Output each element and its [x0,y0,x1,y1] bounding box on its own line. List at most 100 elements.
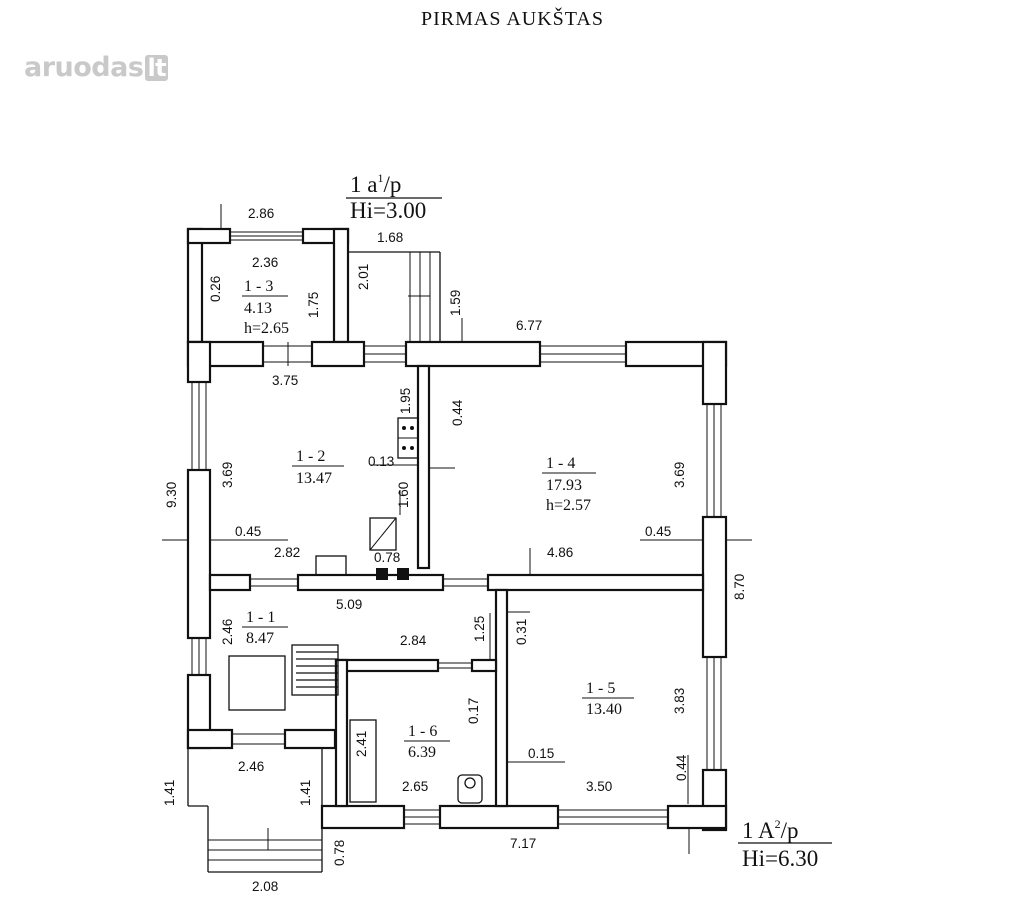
dimension-label: 9.30 [164,482,179,508]
dimension-lines [162,204,752,854]
wall [186,468,212,640]
stove [228,655,286,711]
wall [494,588,509,808]
dimension-label: 0.78 [374,550,400,565]
bathtub [349,719,377,803]
room-1-5: 1 - 5 13.40 [582,680,634,718]
room-area: 13.40 [586,701,622,718]
room-id: 1 - 4 [546,455,575,472]
window [404,809,440,825]
chimney [397,568,409,580]
wall [310,340,366,368]
room-id: 1 - 5 [586,680,615,697]
wall [296,573,445,592]
room-area: 8.47 [246,630,274,647]
room-area: 4.13 [244,300,272,317]
dimension-label: 2.46 [220,619,235,645]
room-area: 13.47 [296,470,332,487]
windows [191,231,722,825]
dimension-label: 0.15 [528,746,554,761]
dimension-label: 1.95 [398,388,413,414]
dimension-label: 3.50 [586,779,612,794]
wall [208,573,252,592]
top-annotation: 1 a1/p Hi=3.00 [346,171,442,223]
dimension-label: 0.13 [368,454,394,469]
window [364,345,406,363]
dimension-labels: 2.86 2.36 0.26 1.75 2.01 1.68 1.59 6.77 … [162,206,747,894]
logo-tld: lt [145,54,169,82]
wall [666,804,728,830]
dimension-label: 1.75 [306,292,321,318]
dimension-label: 1.41 [162,780,177,806]
logo-name: aruodas [24,52,144,83]
room-1-2: 1 - 2 13.47 [292,448,344,487]
wall [486,573,705,592]
dimension-label: 1.60 [396,482,411,508]
dimension-label: 6.77 [516,318,542,333]
dimension-label: 2.86 [248,206,274,221]
toilet [457,774,483,804]
counter [315,555,347,576]
entrance-stairs [187,251,441,873]
window [540,345,626,363]
wall [334,658,349,808]
door-openings [232,342,488,745]
wall [416,364,431,570]
room-labels: 1 - 3 4.13 h=2.65 1 - 2 13.47 1 - 4 17.9… [242,278,634,761]
room-height: h=2.65 [244,320,289,337]
dimension-label: 2.36 [252,255,278,270]
wall [701,515,728,659]
window [191,382,207,470]
room-area: 17.93 [546,477,582,494]
room-1-4: 1 - 4 17.93 h=2.57 [542,455,596,514]
wall [404,340,542,368]
dimension-label: 3.69 [220,462,235,488]
boiler [369,517,397,551]
window [706,657,722,770]
dimension-label: 1.25 [472,616,487,642]
wall [701,340,728,406]
room-id: 1 - 1 [246,609,275,626]
top-label: 1 a1/p [350,171,401,197]
dimension-label: 0.45 [645,524,671,539]
window [230,231,303,241]
dimension-label: 1.59 [448,290,463,316]
dimension-label: 2.46 [238,759,264,774]
dimension-label: 2.41 [354,731,369,757]
dimension-label: 7.17 [510,836,536,851]
dimension-label: 3.83 [672,688,687,714]
room-1-1: 1 - 1 8.47 [242,609,288,647]
wall [186,340,212,384]
wall [283,728,337,750]
dimension-label: 2.84 [400,633,427,648]
plan-title: PIRMAS AUKŠTAS [420,8,604,30]
dimension-label: 4.86 [547,545,573,560]
wall [470,658,498,673]
dimension-label: 2.01 [356,264,371,290]
room-area: 6.39 [408,744,436,761]
bottom-height: Hi=6.30 [742,846,818,871]
room-id: 1 - 3 [244,278,273,295]
fixtures [315,417,483,804]
dimension-label: 0.44 [450,399,465,426]
dimension-label: 0.26 [208,276,223,302]
dimension-label: 0.31 [514,619,529,645]
dimension-label: 1.68 [377,230,403,245]
dimension-label: 5.09 [336,597,362,612]
dimension-label: 0.45 [235,524,261,539]
dimension-label: 0.44 [674,754,689,781]
dimension-label: 3.69 [672,462,687,488]
room-1-6: 1 - 6 6.39 [404,723,450,761]
dimension-label: 2.08 [252,879,278,894]
wall [186,728,234,750]
window [558,809,668,825]
dimension-label: 2.82 [274,545,300,560]
dimension-label: 3.75 [272,373,298,388]
window [191,638,207,675]
dimension-label: 2.65 [402,779,428,794]
dimension-label: 8.70 [732,574,747,600]
stair-block [291,644,339,696]
room-id: 1 - 2 [296,448,325,465]
